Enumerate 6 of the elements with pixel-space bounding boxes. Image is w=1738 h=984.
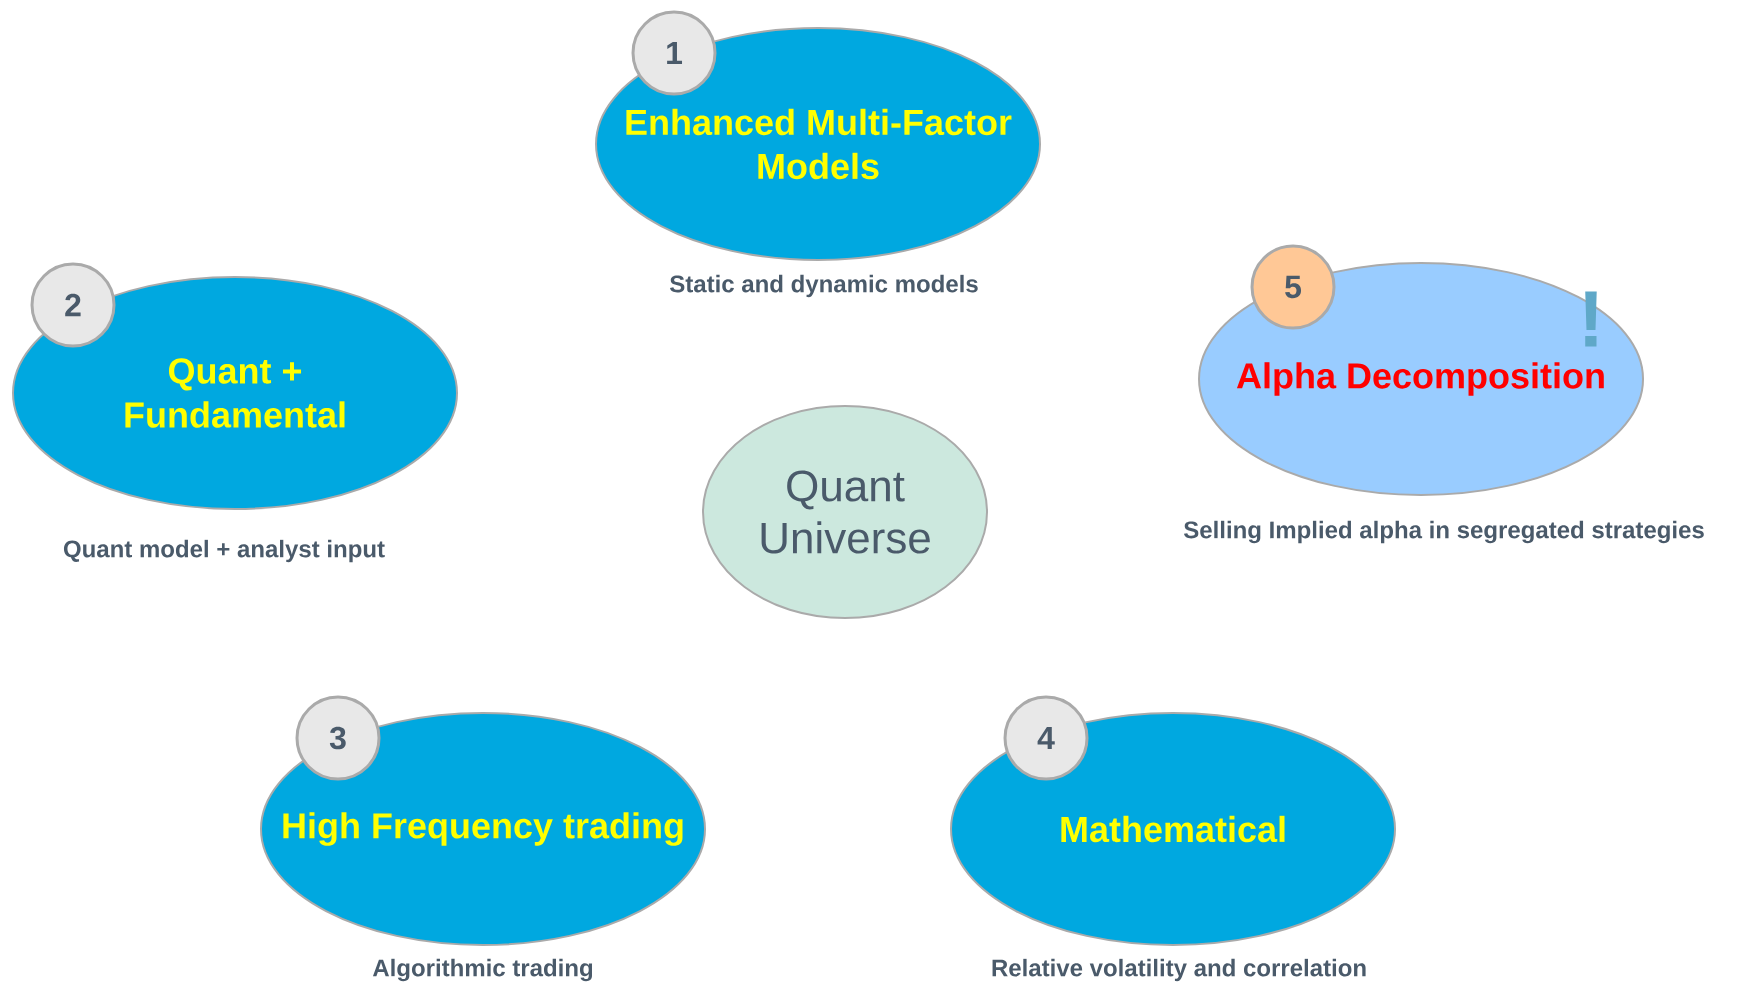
node-label: Algorithmic trading [372, 958, 593, 982]
node-label: Quant model + analyst input [63, 539, 385, 563]
exclamation-mark: ! [1585, 291, 1597, 347]
node-label: Static and dynamic models [670, 274, 978, 298]
node-label: Selling Implied alpha in segregated strategies [1183, 520, 1704, 544]
node-label: Relative volatility and correlation [992, 958, 1366, 982]
